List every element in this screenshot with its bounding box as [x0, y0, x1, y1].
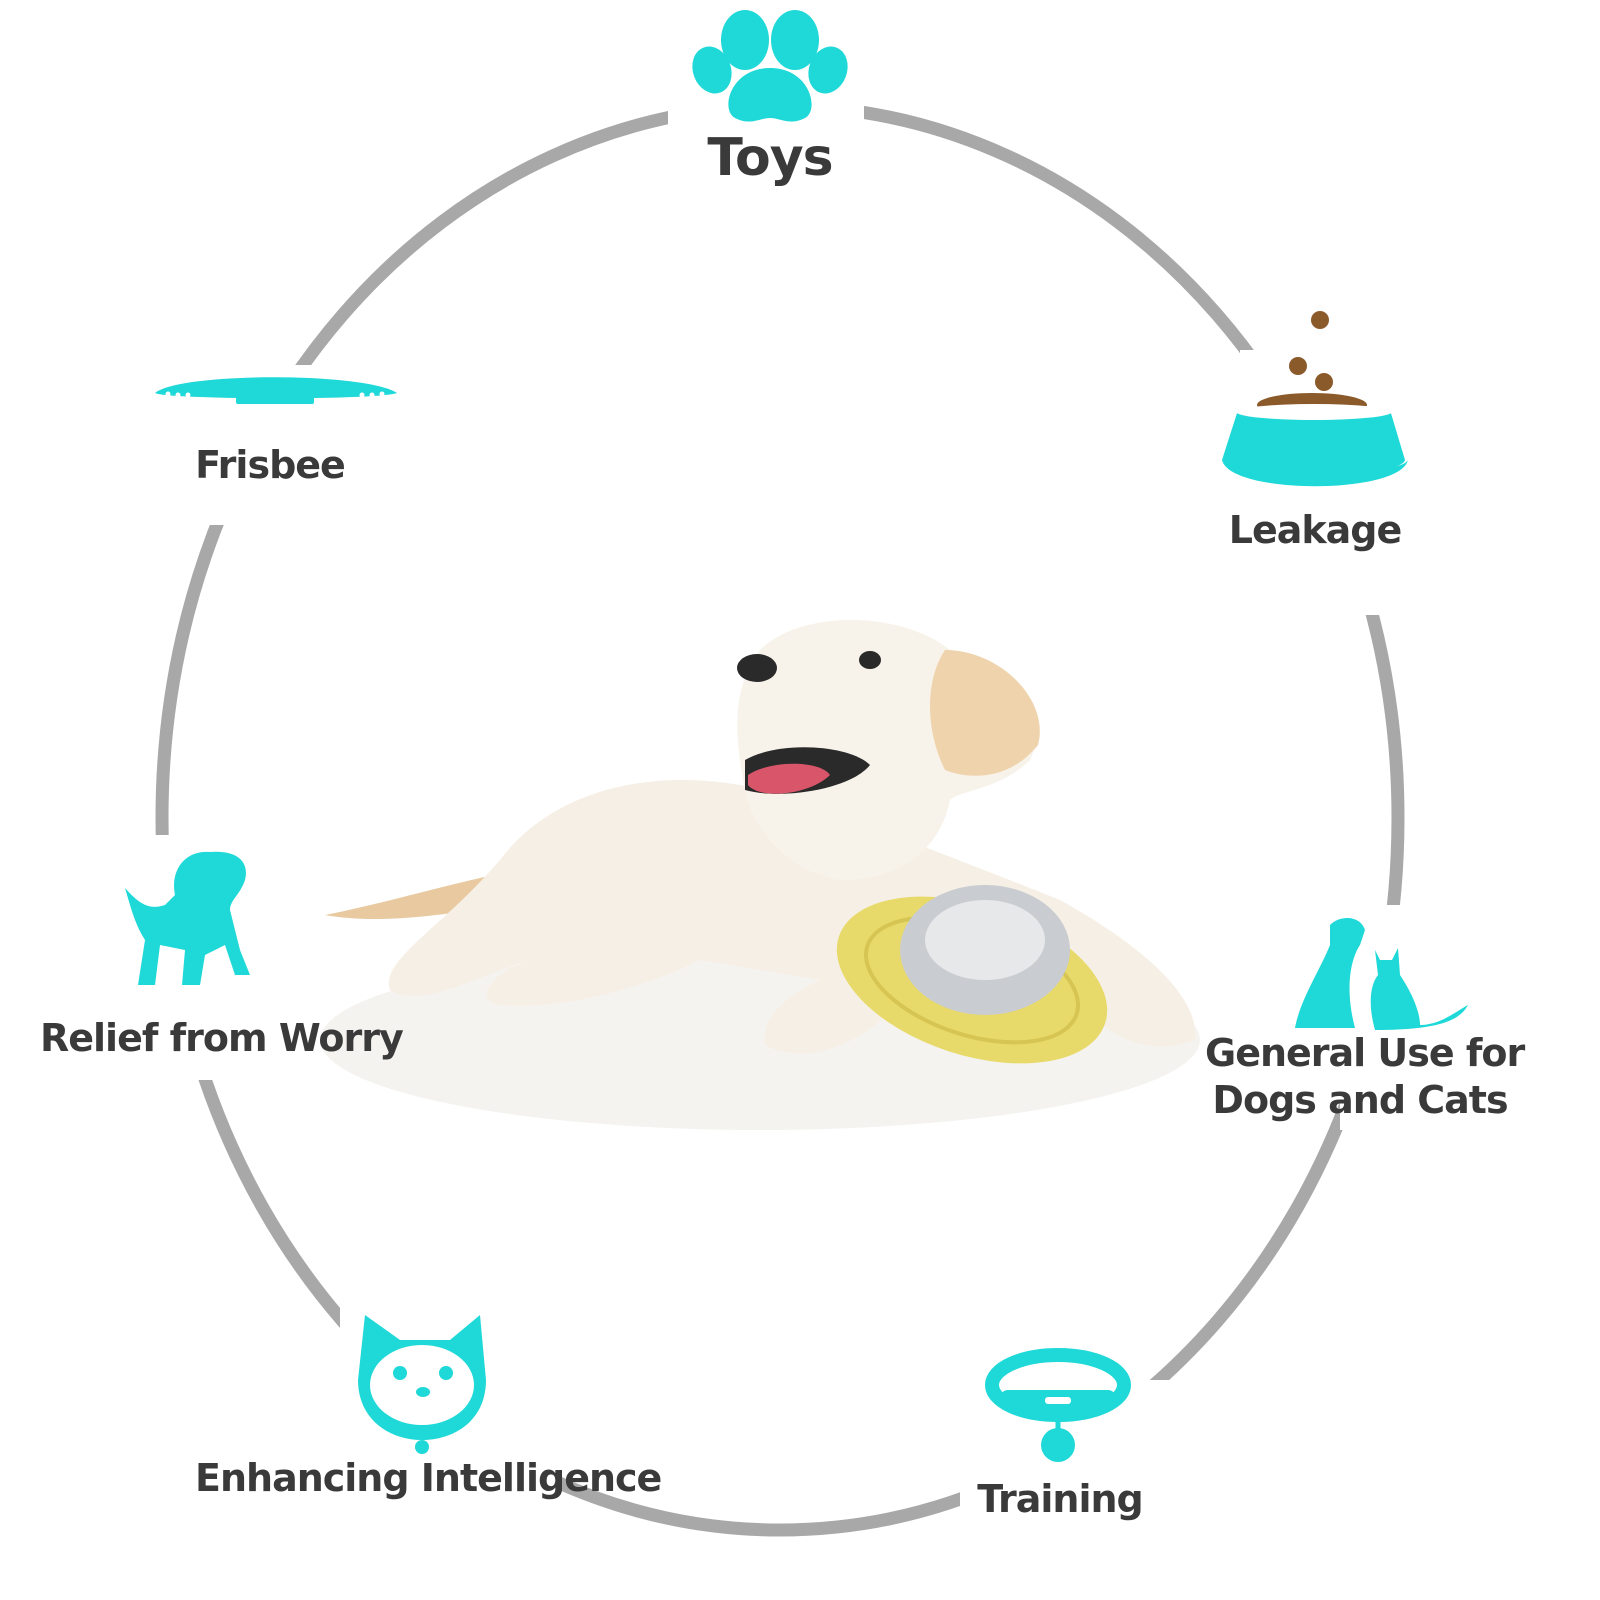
frisbee-icon: [155, 377, 397, 404]
label-relief-from-worry: Relief from Worry: [40, 1016, 404, 1060]
collar-icon: [985, 1348, 1131, 1462]
label-enhancing-intelligence: Enhancing Intelligence: [195, 1456, 662, 1500]
label-general-use-line1: General Use for: [1205, 1031, 1525, 1075]
label-training: Training: [977, 1477, 1144, 1521]
label-general-use-line2: Dogs and Cats: [1212, 1078, 1508, 1122]
puppy-icon: [125, 851, 250, 985]
dog-and-cat-icon: [1295, 918, 1468, 1030]
label-frisbee: Frisbee: [195, 443, 346, 487]
puppy-with-toy-photo: [320, 620, 1200, 1130]
paw-icon: [692, 10, 848, 122]
label-toys: Toys: [707, 128, 833, 188]
label-general-use: General Use for Dogs and Cats: [1205, 1030, 1525, 1124]
food-bowl-icon: [1222, 311, 1408, 487]
label-leakage: Leakage: [1228, 508, 1403, 552]
shiba-face-icon: [358, 1315, 486, 1454]
